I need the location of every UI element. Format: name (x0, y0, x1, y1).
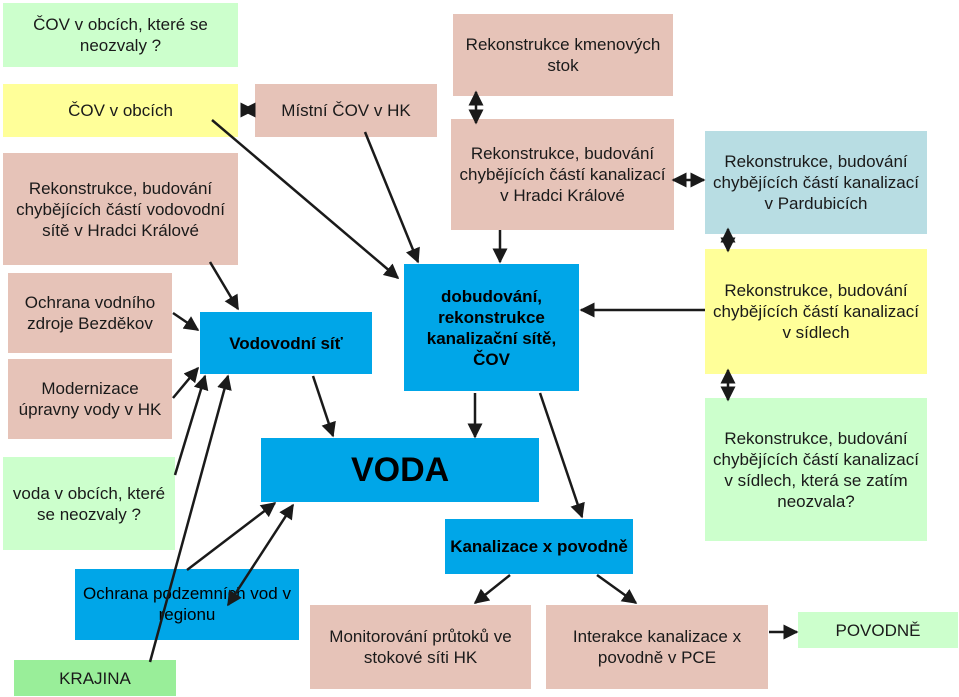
arrow-dobudovani-kanalizace (538, 392, 585, 519)
node-rekonstrukce-stok: Rekonstrukce kmenových stok (453, 14, 673, 96)
node-mistni-cov-hk: Místní ČOV v HK (255, 84, 437, 137)
node-vodovodni-sit: Vodovodní síť (200, 312, 372, 374)
node-dobudovani: dobudování, rekonstrukce kanalizační sít… (404, 264, 579, 391)
arrow-vodovod-hk-vodovodni-sit (208, 261, 240, 311)
arrow-krajina-voda (226, 503, 295, 607)
arrow-modernizace-vodovodni-sit (172, 366, 199, 399)
node-rekonstrukce-sidla: Rekonstrukce, budování chybějících částí… (705, 249, 927, 374)
arrow-mistni-dobudovani (363, 131, 420, 264)
arrow-kanalizace-interakce (596, 573, 638, 605)
node-kanalizace-povodne: Kanalizace x povodně (445, 519, 633, 574)
node-rekonstrukce-pardubice: Rekonstrukce, budování chybějících částí… (705, 131, 927, 234)
arrow-vodovodni-sit-voda (311, 375, 336, 438)
node-rekonstrukce-kanal-hk: Rekonstrukce, budování chybějících částí… (451, 119, 674, 230)
arrow-krajina-vodovodni-sit (148, 374, 232, 663)
node-povodne: POVODNĚ (798, 612, 958, 648)
arrow-podzemnich-voda (186, 502, 277, 571)
arrow-kanalizace-monitorovani (473, 574, 511, 604)
node-voda: VODA (261, 438, 539, 502)
arrow-bezdekov-vodovodni-sit (172, 311, 200, 332)
node-cov-obcich: ČOV v obcích (3, 84, 238, 137)
node-cov-obcich-neozvaly: ČOV v obcích, které se neozvaly ? (3, 3, 238, 67)
node-voda-obcich-neozvaly: voda v obcích, které se neozvaly ? (3, 457, 175, 550)
node-interakce: Interakce kanalizace x povodně v PCE (546, 605, 768, 689)
node-rekonstrukce-sidla-neozvala: Rekonstrukce, budování chybějících částí… (705, 398, 927, 541)
node-monitorovani: Monitorování průtoků ve stokové síti HK (310, 605, 531, 689)
node-krajina: KRAJINA (14, 660, 176, 696)
arrow-cov-obcich-dobudovani (211, 119, 400, 279)
node-modernizace-upravny: Modernizace úpravny vody v HK (8, 359, 172, 439)
node-ochrana-bezdekov: Ochrana vodního zdroje Bezděkov (8, 273, 172, 353)
node-rekonstrukce-vodovod-hk: Rekonstrukce, budování chybějících částí… (3, 153, 238, 265)
arrow-voda-obcich-vodovodni-sit (173, 374, 209, 476)
